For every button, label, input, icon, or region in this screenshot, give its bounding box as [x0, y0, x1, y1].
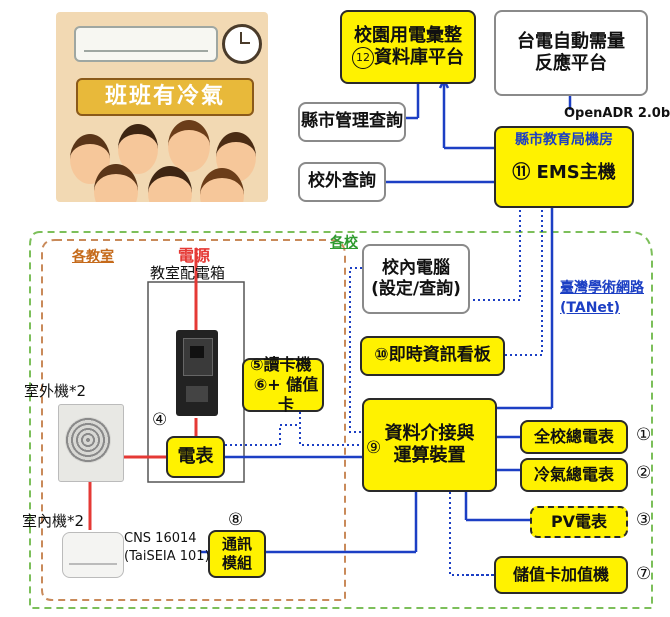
power-label: 電源 [178, 246, 211, 265]
info-board-label: ⑩即時資訊看板 [374, 345, 491, 366]
number-3: ③ [636, 510, 652, 530]
card-reader-line2: ⑥+ 儲值卡 [253, 375, 319, 414]
ems-host-label: ⑪ EMS主機 [512, 161, 616, 183]
tanet-line1: 臺灣學術網路 [560, 280, 644, 296]
stored-value-topup: 儲值卡加值機 [494, 556, 628, 594]
taipower-line1: 台電自動需量 [517, 30, 625, 52]
comm-module-line1: 通訊 [221, 535, 252, 554]
county-edu-room: 縣市教育局機房 ⑪ EMS主機 [494, 126, 634, 208]
comm-module-box: 通訊 模組 [208, 530, 266, 578]
number-12-badge: 12 [352, 47, 374, 69]
card-reader-box: ⑤讀卡機 ⑥+ 儲值卡 [242, 355, 324, 414]
info-board-box: ⑩即時資訊看板 [360, 336, 505, 376]
campus-pc-box: 校內電腦 (設定/查詢) [362, 244, 470, 314]
number-1: ① [636, 425, 652, 445]
protocol-line2: (TaiSEIA 101) [124, 549, 210, 564]
campus-db-line2: 資料庫平台 [374, 47, 464, 68]
indoor-unit-label: 室內機*2 [22, 512, 85, 530]
students-illustration [64, 120, 260, 202]
pv-meter: PV電表 [530, 506, 628, 538]
classroom-zone-outline [41, 239, 346, 601]
number-7: ⑦ [636, 564, 652, 584]
campus-db-line1: 校園用電彙整 [354, 24, 462, 46]
ac-meter-label: 冷氣總電表 [533, 465, 614, 484]
number-2: ② [636, 463, 652, 483]
county-query-box: 縣市管理查詢 [298, 102, 406, 142]
banner-title: 班班有冷氣 [76, 78, 254, 116]
campus-pc-line2: (設定/查詢) [371, 279, 461, 299]
each-school-label: 各校 [330, 235, 358, 251]
pv-meter-label: PV電表 [550, 512, 608, 531]
county-edu-label: 縣市教育局機房 [515, 132, 613, 148]
number-9: ⑨ [366, 438, 382, 458]
taipower-line2: 反應平台 [535, 53, 607, 74]
outdoor-unit-icon [58, 404, 124, 482]
panel-label: 教室配電箱 [150, 264, 226, 282]
ac-main-meter: 冷氣總電表 [520, 458, 628, 492]
number-4: ④ [152, 410, 168, 430]
protocol-label: CNS 16014 (TaiSEIA 101) [124, 530, 210, 566]
card-reader-line1: ⑤讀卡機 [250, 355, 312, 374]
offcampus-query-label: 校外查詢 [308, 171, 376, 192]
indoor-unit-icon [62, 532, 124, 578]
protocol-line1: CNS 16014 [124, 531, 197, 546]
school-zone-outline [29, 231, 653, 609]
school-meter-label: 全校總電表 [533, 427, 614, 446]
air-conditioner-icon [74, 26, 218, 62]
data-device-line2: 運算裝置 [393, 445, 466, 466]
openadr-label: OpenADR 2.0b [564, 106, 670, 121]
tanet-label: 臺灣學術網路 (TANet) [560, 278, 644, 318]
topup-label: 儲值卡加值機 [512, 565, 609, 584]
each-classroom-label: 各教室 [72, 249, 114, 265]
data-processing-device: 資料介接與 運算裝置 ⑨ [362, 398, 497, 492]
county-query-label: 縣市管理查詢 [301, 111, 403, 132]
meter-label: 電表 [177, 445, 214, 467]
outdoor-unit-label: 室外機*2 [24, 382, 87, 400]
tanet-line2: (TANet) [560, 300, 620, 316]
clock-icon [222, 24, 262, 64]
banner-illustration: 班班有冷氣 [56, 12, 268, 202]
number-8: ⑧ [228, 510, 244, 530]
campus-pc-line1: 校內電腦 [382, 257, 450, 278]
comm-module-line2: 模組 [221, 554, 252, 572]
meter-box: 電表 [166, 436, 225, 478]
circuit-breaker-icon [176, 330, 218, 416]
offcampus-query-box: 校外查詢 [298, 162, 386, 202]
taipower-dr-platform: 台電自動需量 反應平台 [494, 10, 648, 96]
data-device-line1: 資料介接與 [384, 422, 475, 444]
school-main-meter: 全校總電表 [520, 420, 628, 454]
